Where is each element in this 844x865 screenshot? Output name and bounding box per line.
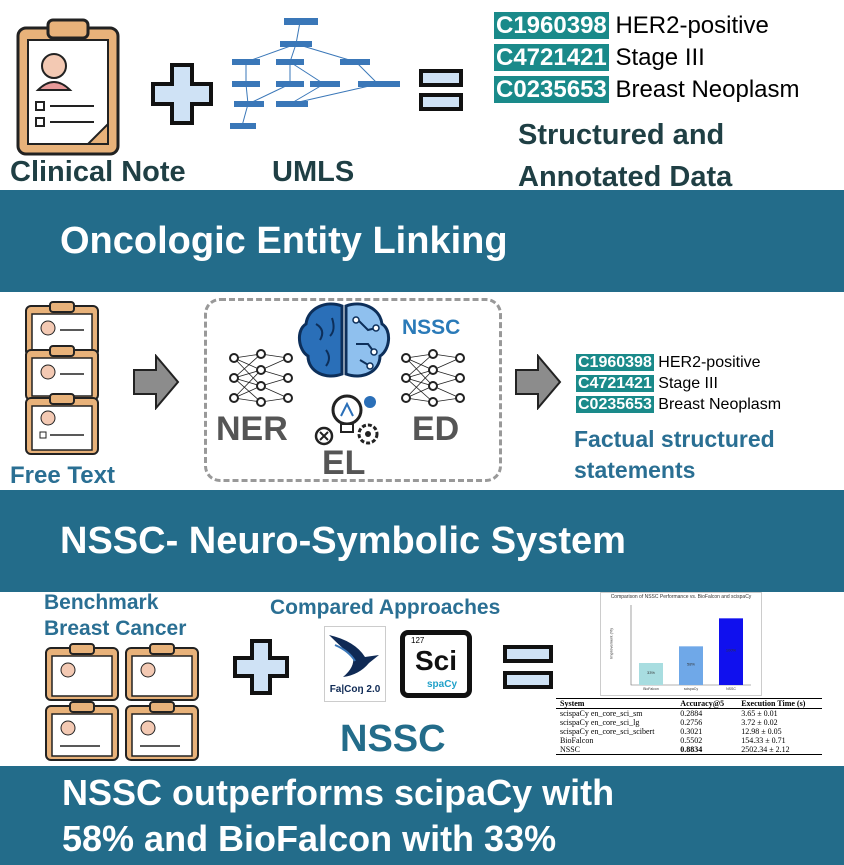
table-header: Accuracy@5 — [676, 698, 738, 709]
plus-icon — [233, 639, 289, 695]
band-oncologic-entity-linking: Oncologic Entity Linking — [0, 190, 844, 292]
band-nssc-system: NSSC- Neuro-Symbolic System — [0, 490, 844, 592]
nssc-pipeline-box — [204, 298, 502, 482]
cui-term: Stage III — [615, 44, 705, 71]
cui-term: Breast Neoplasm — [615, 76, 800, 103]
chart-x-tick-label: BioFalcon — [643, 687, 659, 691]
umls-label: UMLS — [272, 156, 355, 188]
code-row: C4721421 Stage III — [494, 42, 800, 74]
scispacy-number: 127 — [411, 636, 425, 645]
chart-bar — [679, 646, 703, 685]
arrow-right-icon — [133, 354, 180, 410]
scispacy-logo: 127 Sci spaCy — [400, 630, 472, 698]
top-section: Clinical Note — [0, 0, 844, 193]
equals-icon — [419, 69, 463, 111]
structured-data-label: Structured and Annotated Data — [518, 119, 733, 193]
chart-bar — [639, 663, 663, 685]
code-row: C0235653 Breast Neoplasm — [576, 394, 781, 415]
equals-icon — [503, 645, 553, 689]
falcon-icon — [329, 635, 379, 677]
clinical-note-icon — [16, 18, 120, 156]
benchmark-label: Benchmark Breast Cancer — [44, 591, 187, 640]
ner-label: NER — [216, 410, 288, 448]
table-header: Execution Time (s) — [737, 698, 822, 709]
cui-code: C1960398 — [494, 12, 609, 39]
cui-code: C4721421 — [494, 44, 609, 71]
scispacy-symbol: Sci — [415, 645, 458, 676]
code-row: C0235653 Breast Neoplasm — [494, 74, 800, 106]
code-row: C1960398 HER2-positive — [494, 10, 800, 42]
free-text-label: Free Text — [10, 462, 115, 489]
cui-term: Breast Neoplasm — [658, 396, 782, 413]
cui-code: C0235653 — [494, 76, 609, 103]
code-row: C1960398 HER2-positive — [576, 352, 781, 373]
bottom-section: Benchmark Breast Cancer — [0, 591, 844, 766]
chart-title: Comparison of NSSC Performance vs. BioFa… — [610, 594, 752, 600]
chart-x-tick-label: scispaCy — [684, 687, 698, 691]
middle-code-list: C1960398 HER2-positive C4721421 Stage II… — [576, 352, 781, 415]
conclusion-line-1: NSSC outperforms scipaCy with — [62, 772, 615, 813]
nssc-bottom-label: NSSC — [340, 718, 446, 760]
chart-plot: 33% BioFalcon 58% scispaCy 100% NSSC — [630, 605, 751, 691]
el-label: EL — [322, 444, 366, 482]
plus-icon — [151, 63, 213, 125]
results-table-container: System Accuracy@5 Execution Time (s) sci… — [556, 698, 822, 755]
umls-graph-icon — [230, 18, 400, 129]
table-header-row: System Accuracy@5 Execution Time (s) — [556, 698, 822, 709]
cui-term: Stage III — [658, 375, 718, 392]
code-row: C4721421 Stage III — [576, 373, 781, 394]
chart-x-tick-label: NSSC — [726, 687, 736, 691]
arrow-right-icon — [515, 354, 562, 410]
knowledge-gear-icon — [314, 394, 379, 446]
chart-bar-label: 33% — [647, 670, 655, 675]
cui-code: C0235653 — [576, 396, 654, 413]
ed-neural-network-icon — [401, 349, 465, 407]
scispacy-name: spaCy — [427, 679, 458, 690]
clinical-note-label: Clinical Note — [10, 156, 186, 188]
cui-term: HER2-positive — [658, 354, 761, 371]
cui-term: HER2-positive — [615, 12, 769, 39]
top-code-list: C1960398 HER2-positive C4721421 Stage II… — [494, 10, 800, 106]
factual-statements-label: Factual structured statements — [574, 426, 775, 483]
table-header: System — [556, 698, 677, 709]
results-table: System Accuracy@5 Execution Time (s) sci… — [556, 698, 822, 755]
chart-bar-label: 58% — [687, 662, 695, 667]
band-conclusion: NSSC outperforms scipaCy with 58% and Bi… — [0, 766, 844, 865]
middle-section: Free Text NSSC — [0, 292, 844, 490]
comparison-chart: Comparison of NSSC Performance vs. BioFa… — [600, 592, 762, 696]
band-title: Oncologic Entity Linking — [60, 220, 508, 262]
chart-bar — [719, 618, 743, 685]
chart-axes — [630, 605, 751, 686]
cui-code: C1960398 — [576, 354, 654, 371]
nssc-label: NSSC — [402, 316, 461, 339]
biofalcon-logo-text: Fa|Coŋ 2.0 — [329, 684, 381, 695]
ner-neural-network-icon — [229, 349, 293, 407]
conclusion-line-2: 58% and BioFalcon with 33% — [62, 818, 557, 859]
brain-icon — [298, 302, 390, 378]
cui-code: C4721421 — [576, 375, 654, 392]
biofalcon-logo: Fa|Coŋ 2.0 — [324, 626, 386, 702]
free-text-documents-icon — [25, 301, 99, 455]
band-title: NSSC- Neuro-Symbolic System — [60, 520, 626, 562]
benchmark-documents-icon — [45, 643, 199, 761]
ed-label: ED — [412, 410, 460, 448]
chart-bar-label: 100% — [726, 648, 737, 653]
compared-approaches-label: Compared Approaches — [270, 596, 501, 619]
